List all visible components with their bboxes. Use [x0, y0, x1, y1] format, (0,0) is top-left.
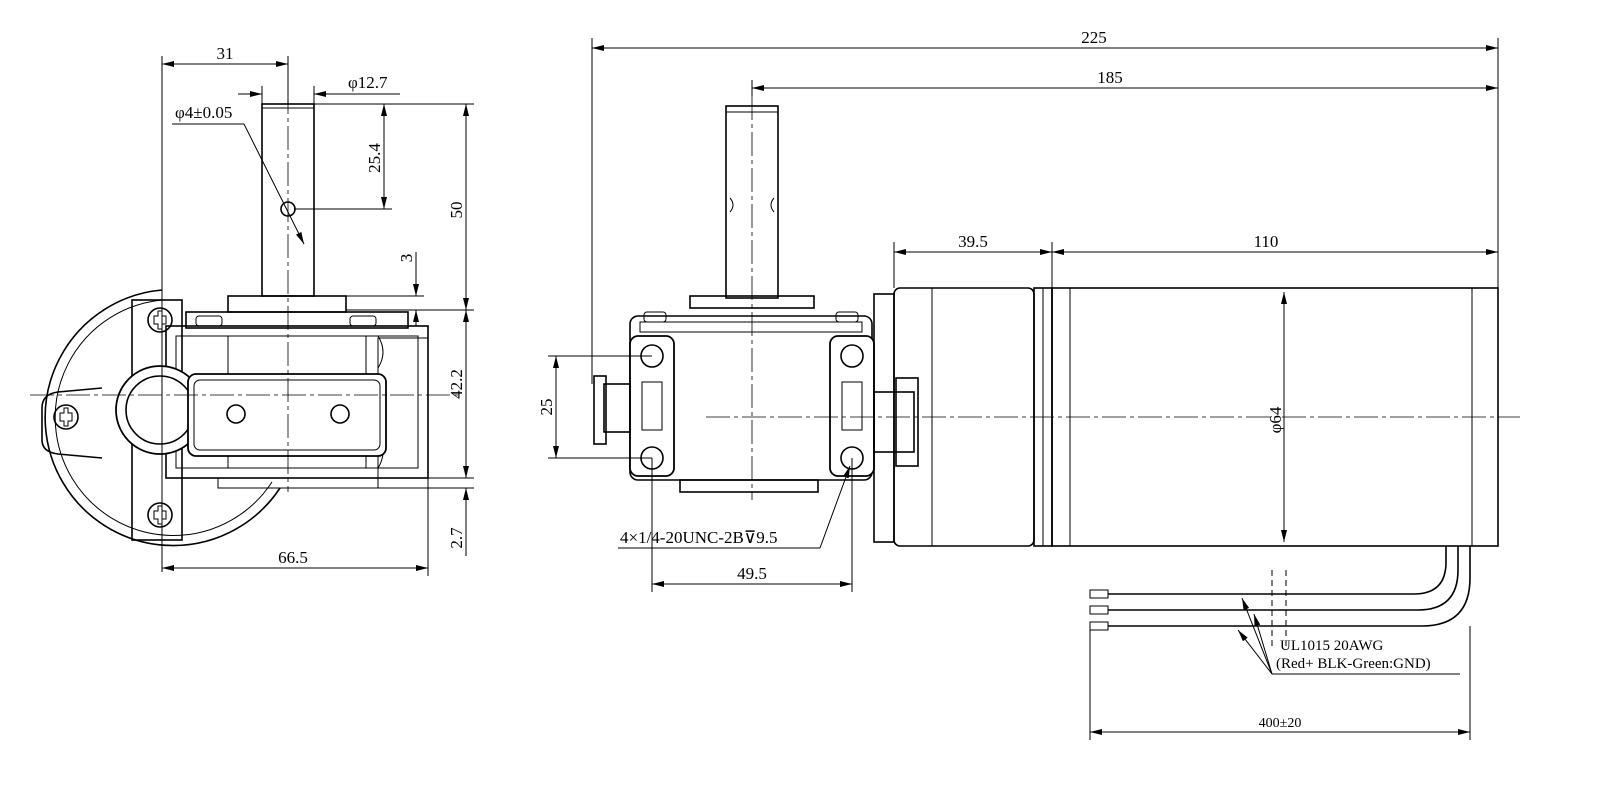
bracket-hole-right [330, 404, 350, 424]
side-ear-left [629, 335, 675, 477]
side-view [593, 96, 1520, 650]
side-ear-right [829, 335, 875, 477]
plate-screw-top-icon [147, 307, 173, 333]
dim-hole-depth: 25.4 [365, 143, 384, 173]
plate-screw-bottom-icon [147, 502, 173, 528]
dim-pin-hole: φ4±0.05 [175, 103, 232, 122]
lead-wire-3 [1108, 546, 1471, 627]
front-view-dimensions: 31 φ12.7 φ4±0.05 25.4 50 3 42.2 2.7 [161, 44, 474, 576]
motor-face-inner-arc [54, 299, 273, 536]
mount-ear [41, 387, 103, 459]
dim-shaft-dia: φ12.7 [348, 73, 388, 92]
dim-body-length: 185 [1097, 68, 1123, 87]
dim-mount-spacing: 49.5 [737, 564, 767, 583]
lead-wire-2 [1108, 546, 1459, 611]
lead-wire-1 [1108, 546, 1447, 595]
wire-colors: (Red+ BLK-Green:GND) [1276, 656, 1431, 672]
dim-total-length: 225 [1081, 28, 1107, 47]
wire-spec: UL1015 20AWG [1280, 638, 1384, 654]
dim-motor-dia: φ64 [1266, 406, 1285, 433]
motor-face-arc [44, 289, 281, 547]
bracket-hole-left [226, 404, 246, 424]
dim-66-5: 66.5 [278, 548, 308, 567]
dim-motor-length: 110 [1254, 232, 1279, 251]
dim-gear-section: 39.5 [958, 232, 988, 251]
side-shaft-stub [603, 383, 631, 433]
ear-screw-icon [53, 404, 79, 430]
dim-base-offset: 2.7 [447, 527, 466, 549]
dim-gearbox-height: 42.2 [447, 369, 466, 399]
bracket-plate [187, 373, 387, 457]
dim-31: 31 [217, 44, 234, 63]
dim-shaft-length: 50 [447, 202, 466, 219]
front-view [30, 90, 460, 547]
thread-note: 4×1/4-20UNC-2B⊽9.5 [620, 528, 778, 547]
dim-side-height: 25 [537, 399, 556, 416]
side-view-dimensions: 225 185 39.5 110 φ64 25 49.5 4×1/4-20UNC… [537, 28, 1499, 740]
flange [227, 295, 347, 313]
dim-lead-length: 400±20 [1259, 716, 1302, 731]
dim-flange-gap: 3 [397, 254, 416, 263]
